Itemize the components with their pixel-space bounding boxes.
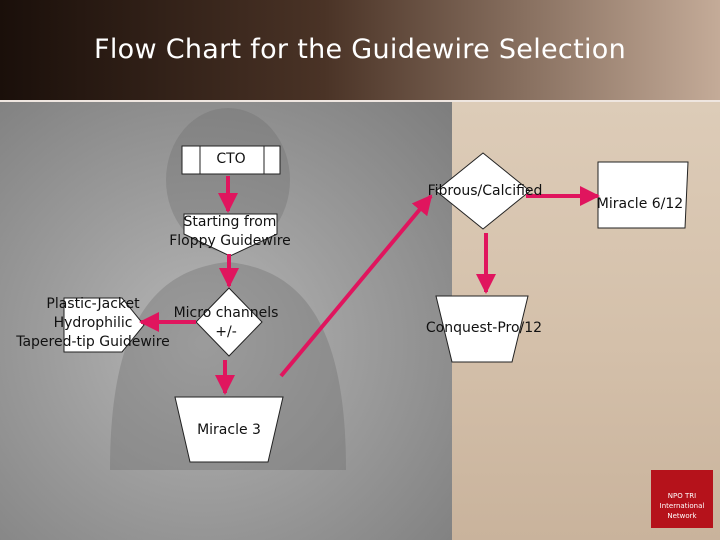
micro-channels-line1: Micro channels (173, 305, 279, 321)
conquest-pro-label: Conquest-Pro/12 (425, 320, 543, 336)
logo-line3: Network (667, 512, 697, 520)
micro-channels-line2: +/- (215, 324, 237, 340)
cto-box (181, 145, 281, 175)
miracle3-label: Miracle 3 (197, 422, 261, 438)
title-bar: Flow Chart for the Guidewire Selection (0, 0, 720, 102)
plastic-jacket-line2: Hydrophilic (53, 315, 133, 331)
starting-floppy-line1: Starting from (183, 214, 277, 230)
npo-tri-logo: NPO TRI International Network (651, 470, 713, 528)
plastic-jacket-line3: Tapered-tip Guidewire (16, 334, 170, 350)
arrow-to-fibrous (279, 194, 433, 378)
plastic-jacket-line1: Plastic-Jacket (46, 296, 140, 312)
slide-title: Flow Chart for the Guidewire Selection (94, 34, 626, 65)
starting-floppy-shape (183, 213, 278, 257)
micro-channels-label: Micro channels +/- (166, 304, 286, 342)
fibrous-calcified-label: Fibrous/Calcified (427, 183, 543, 199)
cto-label: CTO (216, 151, 246, 167)
plastic-jacket-shape (63, 297, 145, 353)
fibrous-calcified-shape (435, 152, 531, 230)
starting-floppy-label: Starting from Floppy Guidewire (160, 213, 300, 251)
logo-line2: International (659, 502, 705, 510)
miracle3-shape (174, 396, 284, 463)
micro-channels-shape (195, 287, 263, 357)
miracle612-label: Miracle 6/12 (596, 196, 684, 212)
conquest-pro-shape (435, 295, 529, 363)
plastic-jacket-label: Plastic-Jacket Hydrophilic Tapered-tip G… (8, 295, 178, 352)
miracle612-shape (597, 161, 689, 229)
starting-floppy-line2: Floppy Guidewire (169, 233, 291, 249)
logo-line1: NPO TRI (667, 492, 697, 500)
